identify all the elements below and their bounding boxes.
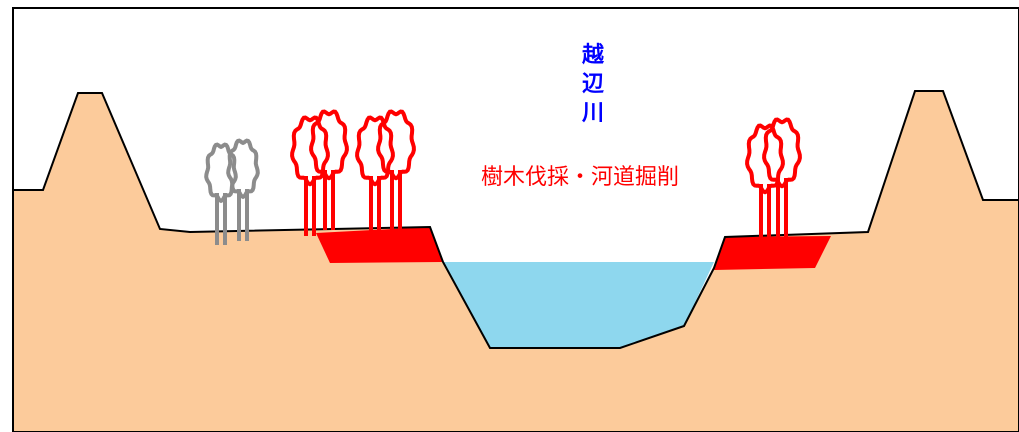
river-name-char-1: 越 xyxy=(581,43,605,68)
river-name-char-2: 辺 xyxy=(582,72,604,97)
tree-crown xyxy=(762,117,802,189)
tree-removed-1 xyxy=(290,115,330,236)
tree-kept-2 xyxy=(226,138,260,241)
tree-crown xyxy=(355,115,395,187)
tree-kept-1 xyxy=(204,142,238,245)
work-description-label: 樹木伐採・河道掘削 xyxy=(481,165,679,190)
tree-crown xyxy=(309,109,349,181)
tree-removed-3 xyxy=(355,115,395,236)
ground-cross-section xyxy=(14,91,1019,432)
tree-crown xyxy=(376,109,416,181)
tree-removed-4 xyxy=(376,109,416,230)
excavation-zone-left xyxy=(316,227,443,263)
tree-removed-2 xyxy=(309,109,349,230)
river-water xyxy=(443,262,714,348)
ground-profile-outline xyxy=(14,90,1019,349)
excavation-zone-right xyxy=(714,236,831,270)
tree-removed-6 xyxy=(762,117,802,238)
tree-crown xyxy=(226,138,260,200)
tree-crown xyxy=(204,142,238,204)
river-name-char-3: 川 xyxy=(581,101,604,126)
diagram-frame xyxy=(12,7,1019,432)
